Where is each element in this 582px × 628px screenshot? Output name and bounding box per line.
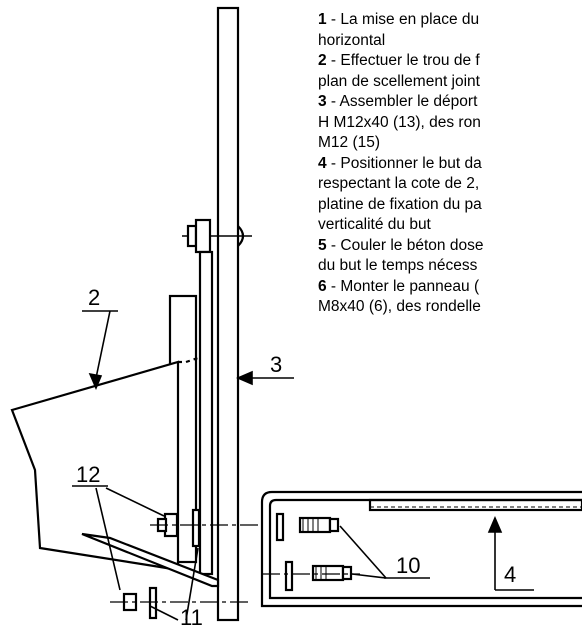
goal-frame-tube: [10, 356, 199, 572]
leader-lines: [72, 310, 534, 621]
step-text: platine de fixation du pa: [318, 195, 482, 213]
step-text: verticalité du but: [318, 216, 431, 233]
instruction-step-4: 4 - Positionner le but da respectant la …: [318, 154, 582, 236]
bolt-lower-12: [110, 586, 250, 620]
instruction-step-2: 2 - Effectuer le trou de f plan de scell…: [318, 51, 582, 92]
bracket-plate: [198, 250, 214, 576]
instruction-step-6: 6 - Monter le panneau ( M8x40 (6), des r…: [318, 277, 582, 318]
step-number: 4: [318, 154, 327, 172]
step-text: - Assembler le déport: [326, 93, 478, 110]
step-number: 3: [318, 93, 327, 110]
side-frame-channel: [260, 490, 582, 608]
callout-12: 12: [76, 462, 100, 487]
callout-3: 3: [270, 352, 282, 377]
step-text: H M12x40 (13), des ron: [318, 113, 481, 131]
callout-2: 2: [88, 285, 100, 310]
step-text: respectant la cote de 2,: [318, 175, 480, 192]
vertical-post: [216, 6, 240, 622]
step-text: du but le temps nécess: [318, 257, 478, 274]
callout-4: 4: [504, 562, 516, 587]
callout-11: 11: [180, 605, 203, 628]
step-text: - La mise en place du: [326, 11, 480, 28]
step-text: - Monter le panneau (: [326, 277, 480, 295]
step-text: M12 (15): [318, 134, 381, 151]
step-number: 1: [318, 11, 327, 28]
step-text: M8x40 (6), des rondelle: [318, 298, 481, 315]
instruction-step-5: 5 - Couler le béton dose du but le temps…: [318, 236, 582, 277]
step-text: plan de scellement joint: [318, 72, 480, 90]
step-number: 6: [318, 277, 327, 295]
step-number: 2: [318, 52, 327, 69]
callout-10: 10: [396, 553, 420, 578]
diagonal-brace: [81, 532, 220, 588]
step-text: - Positionner le but da: [326, 154, 482, 172]
step-text: horizontal: [318, 31, 386, 49]
step-text: - Couler le béton dose: [326, 236, 484, 254]
step-number: 5: [318, 236, 327, 254]
bolt-upper-12: [150, 508, 258, 548]
assembly-instructions: 1 - La mise en place du horizontal 2 - E…: [318, 10, 582, 318]
instruction-step-3: 3 - Assembler le déport H M12x40 (13), d…: [318, 92, 582, 154]
instruction-step-1: 1 - La mise en place du horizontal: [318, 10, 582, 51]
bolts-10: [262, 512, 360, 592]
step-text: - Effectuer le trou de f: [326, 52, 480, 69]
